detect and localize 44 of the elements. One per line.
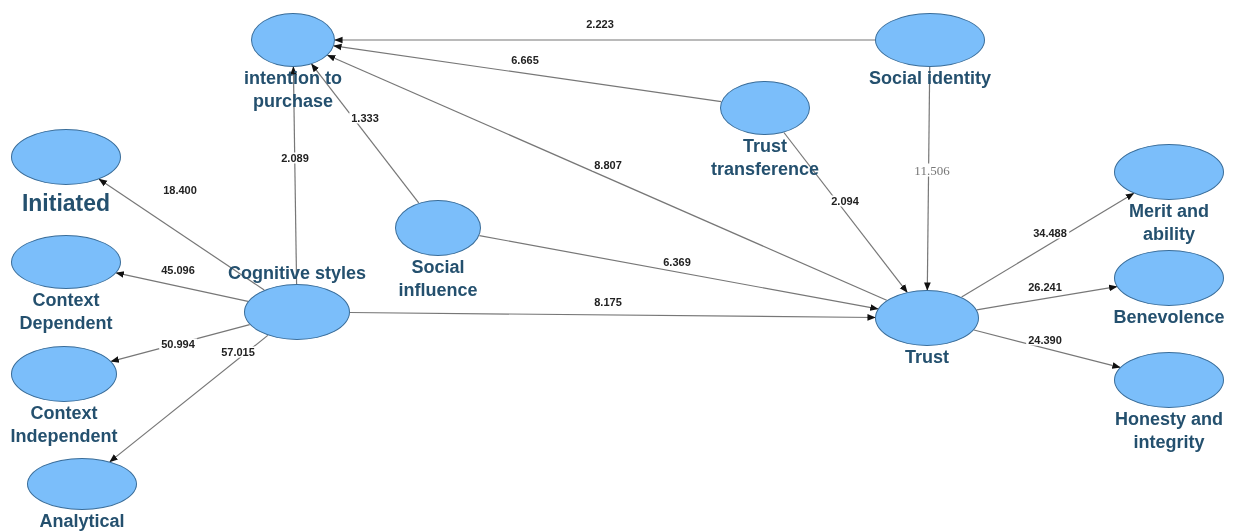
- arrow: [334, 36, 876, 44]
- arrow: [333, 43, 722, 103]
- edge-label: 6.369: [661, 256, 693, 268]
- edge-label: 18.400: [161, 184, 199, 196]
- arrow: [109, 334, 269, 463]
- latent-variable-ellipse: [244, 284, 350, 340]
- latent-variable-ellipse: [251, 13, 335, 67]
- latent-variable-ellipse: [11, 346, 117, 402]
- arrow: [98, 178, 265, 291]
- node-label: Context Independent: [9, 402, 119, 447]
- edge-label: 2.089: [279, 152, 311, 164]
- edge-label: 2.094: [829, 195, 861, 207]
- arrow: [311, 63, 420, 204]
- edge-label: 1.333: [349, 112, 381, 124]
- arrow: [478, 235, 879, 311]
- edge-label: 26.241: [1026, 281, 1064, 293]
- node-label: Initiated: [21, 189, 111, 218]
- arrow: [290, 66, 298, 285]
- node-label: Benevolence: [1113, 306, 1225, 329]
- node-label: Merit and ability: [1128, 200, 1210, 245]
- edge-label: 2.223: [584, 18, 616, 30]
- edge-label: 8.807: [592, 159, 624, 171]
- latent-variable-ellipse: [875, 290, 979, 346]
- edge-label: 11.506: [912, 163, 952, 177]
- node-label: Analytical: [39, 510, 125, 531]
- arrow: [349, 311, 876, 321]
- arrow: [783, 131, 908, 293]
- arrow: [924, 66, 931, 291]
- node-label: Honesty and integrity: [1114, 408, 1224, 453]
- edge-label: 57.015: [219, 346, 257, 358]
- edge-label: 50.994: [159, 338, 197, 350]
- arrow: [976, 284, 1118, 311]
- arrow: [973, 329, 1121, 369]
- arrow: [961, 192, 1135, 298]
- node-label: Social influence: [397, 256, 479, 301]
- node-label: Trust: [905, 346, 949, 369]
- latent-variable-ellipse: [1114, 352, 1224, 408]
- edge-label: 24.390: [1026, 334, 1064, 346]
- edge-label: 6.665: [509, 54, 541, 66]
- node-label: Context Dependent: [18, 289, 114, 334]
- edge-label: 8.175: [592, 296, 624, 308]
- edge-label: 34.488: [1031, 227, 1069, 239]
- edge-label: 45.096: [159, 264, 197, 276]
- node-label: Trust transference: [709, 135, 821, 180]
